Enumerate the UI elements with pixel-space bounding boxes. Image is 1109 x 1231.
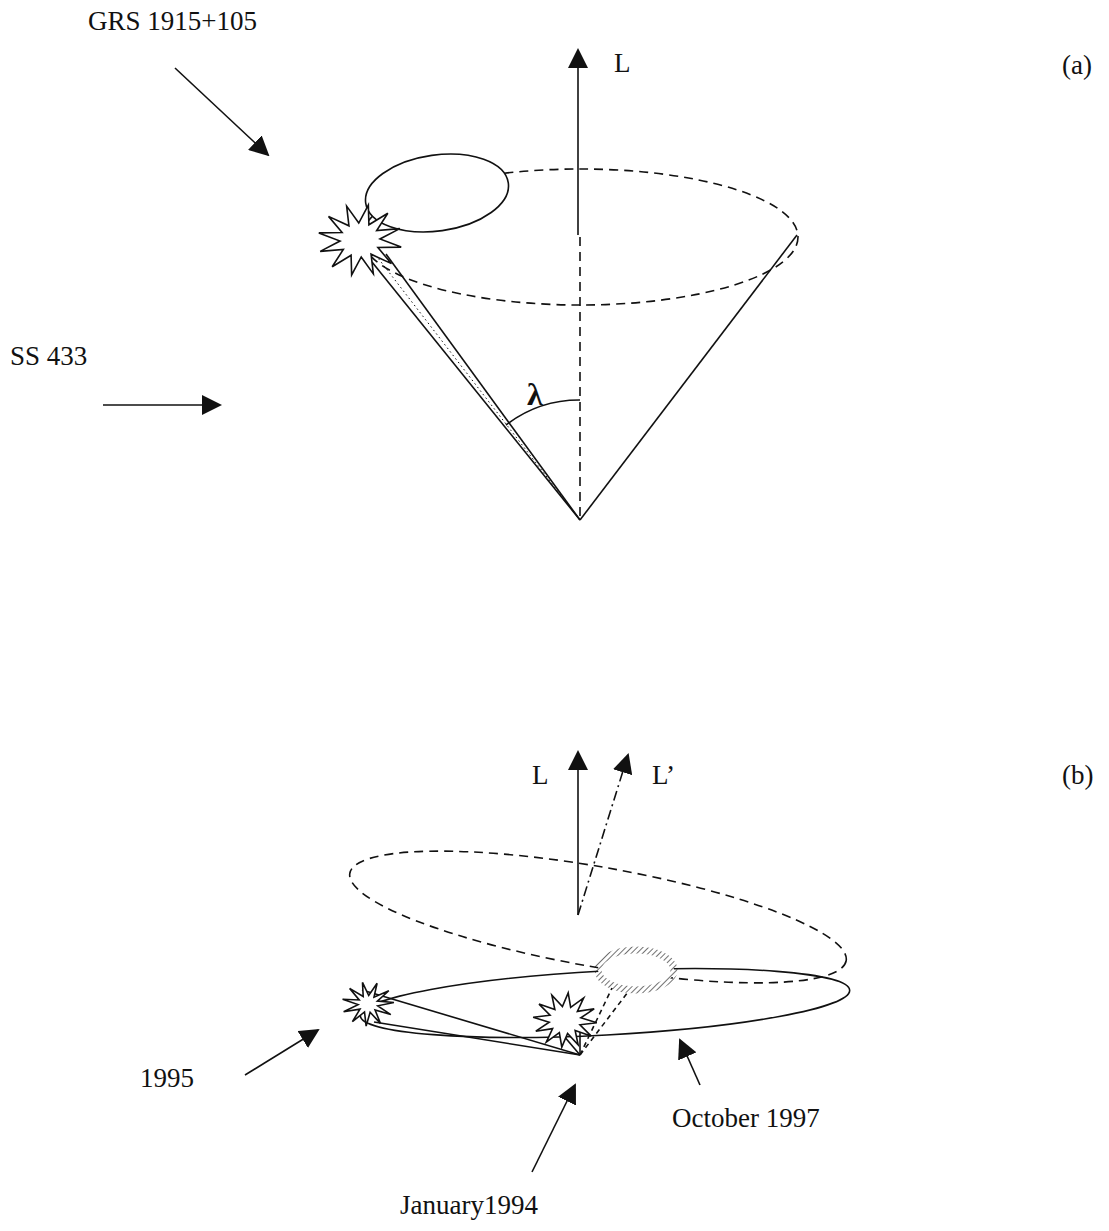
pointer-arrow (680, 1040, 700, 1085)
burst-symbol (343, 982, 394, 1026)
jet-edge (372, 262, 580, 520)
cone-side (580, 235, 797, 520)
burst-symbol (533, 993, 597, 1047)
angle-arc (506, 400, 580, 425)
pointer-arrow (532, 1085, 575, 1172)
date-label: January1994 (400, 1192, 538, 1219)
precession-rim (341, 824, 855, 1010)
panel-letter: (a) (1062, 52, 1092, 79)
angular-momentum-arrow (577, 50, 579, 235)
date-label: October 1997 (672, 1105, 820, 1132)
jet-cross-section (360, 145, 513, 240)
source-name: GRS 1915+105 (88, 8, 257, 35)
pointer-arrow (175, 68, 268, 155)
hatched-ejection-ring (598, 950, 674, 990)
axis-label: L (532, 762, 549, 789)
cone-axis (579, 237, 581, 520)
jet-edge (386, 254, 580, 520)
source-name: SS 433 (10, 343, 87, 370)
shifted-momentum-arrow (578, 755, 628, 915)
pointer-arrow (245, 1030, 318, 1075)
pointer-arrow (103, 404, 220, 406)
angle-symbol: λ (527, 378, 543, 410)
jet-edge (362, 990, 580, 1055)
axis-label: L (614, 50, 631, 77)
axis-label: L’ (652, 762, 675, 789)
jet-axis (378, 258, 580, 520)
burst-symbol (319, 205, 401, 275)
panel-letter: (b) (1062, 762, 1093, 789)
date-label: 1995 (140, 1065, 194, 1092)
angular-momentum-arrow (577, 752, 579, 915)
